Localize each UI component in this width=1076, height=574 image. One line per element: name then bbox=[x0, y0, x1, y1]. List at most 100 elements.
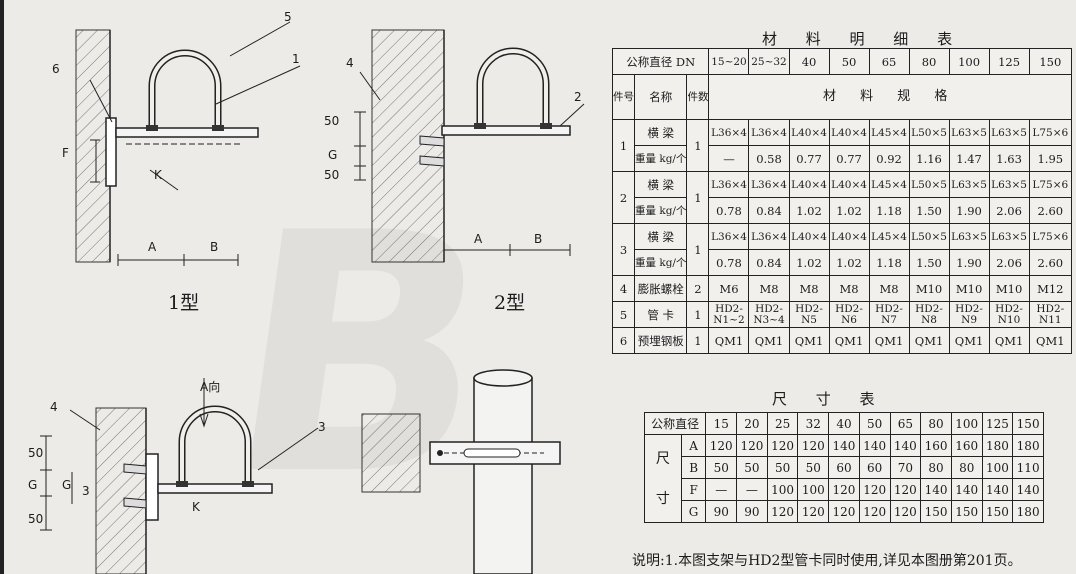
materials-header-row: 件号 名称 件数 材 料 规 格 bbox=[612, 74, 1072, 120]
table-cell: 80 bbox=[950, 456, 983, 479]
callout-K: K bbox=[154, 168, 162, 182]
table-cell: 25 bbox=[766, 412, 799, 435]
sheet-edge bbox=[0, 0, 4, 574]
table-cell: 1.50 bbox=[908, 197, 950, 224]
table-cell: 120 bbox=[889, 478, 922, 501]
type2-label: 2型 bbox=[494, 292, 526, 314]
table-cell: 15~20 bbox=[708, 48, 750, 75]
table-cell: 5 bbox=[612, 301, 635, 328]
callout-3: 3 bbox=[318, 420, 326, 434]
table-cell: 2.60 bbox=[1028, 249, 1073, 276]
dim-B-label-2: B bbox=[534, 232, 543, 246]
table-cell: 1.63 bbox=[988, 145, 1030, 172]
type1-drawing bbox=[75, 21, 301, 266]
table-cell: 1.90 bbox=[948, 249, 990, 276]
table-cell: 0.84 bbox=[748, 197, 790, 224]
table-cell: QM1 bbox=[988, 327, 1030, 354]
table-cell: L63×5 bbox=[948, 119, 990, 146]
materials-dn-row: 公称直径 DN 15~20 25~32 40 50 65 80 100 125 … bbox=[611, 48, 1073, 75]
table-cell: 120 bbox=[828, 500, 860, 523]
table-cell: M8 bbox=[828, 275, 870, 302]
table-cell: 180 bbox=[1012, 500, 1044, 523]
table-cell: — bbox=[708, 145, 750, 172]
table-cell: 膨胀螺栓 bbox=[633, 275, 688, 302]
dim-G-label-3: G bbox=[28, 478, 38, 492]
table-cell: 25~32 bbox=[748, 48, 790, 75]
table-cell: 100 bbox=[797, 478, 830, 501]
dim-50-c: 50 bbox=[28, 446, 44, 460]
table-cell: 140 bbox=[828, 434, 860, 457]
table-cell: G bbox=[680, 500, 707, 523]
table-cell: HD2-N5 bbox=[788, 301, 830, 328]
table-cell: 1.18 bbox=[868, 249, 910, 276]
table-cell: M8 bbox=[868, 275, 910, 302]
table-cell: 1.47 bbox=[948, 145, 990, 172]
table-cell: L75×6 bbox=[1028, 223, 1073, 250]
col-no: 件号 bbox=[612, 74, 635, 120]
table-cell: 125 bbox=[981, 412, 1014, 435]
table-cell: L36×4 bbox=[708, 119, 750, 146]
dim-50-upper: 50 bbox=[324, 114, 340, 128]
table-cell: L63×5 bbox=[988, 223, 1030, 250]
table-cell: 横 梁 bbox=[633, 171, 688, 198]
table-cell: 1.02 bbox=[788, 249, 830, 276]
table-cell: QM1 bbox=[708, 327, 750, 354]
table-cell: 100 bbox=[981, 456, 1014, 479]
note-text: 说明:1.本图支架与HD2型管卡同时使用,详见本图册第201页。 bbox=[632, 553, 1022, 569]
table-cell: 公称直径 bbox=[643, 412, 707, 435]
table-cell: 70 bbox=[889, 456, 922, 479]
table-cell: 140 bbox=[981, 478, 1014, 501]
callout-K-b: K bbox=[192, 500, 200, 514]
dim-A-label-2: A bbox=[474, 232, 483, 246]
table-cell: L36×4 bbox=[748, 223, 790, 250]
table-cell: 2.06 bbox=[988, 197, 1030, 224]
table-cell: 100 bbox=[948, 48, 990, 75]
table-cell: L40×4 bbox=[828, 171, 870, 198]
table-cell: 50 bbox=[797, 456, 830, 479]
table-cell: 80 bbox=[908, 48, 950, 75]
materials-table: 公称直径 DN 15~20 25~32 40 50 65 80 100 125 … bbox=[611, 48, 1073, 354]
table-cell: 65 bbox=[889, 412, 922, 435]
table-cell: 横 梁 bbox=[633, 119, 688, 146]
table-cell: 4 bbox=[612, 275, 635, 302]
table-cell: 1 bbox=[686, 327, 710, 354]
table-cell: 120 bbox=[736, 434, 768, 457]
dim-group-label: 尺寸 bbox=[644, 434, 682, 523]
table-cell: 150 bbox=[1012, 412, 1044, 435]
table-cell: 160 bbox=[920, 434, 952, 457]
table-cell: 0.84 bbox=[748, 249, 790, 276]
type3-drawing bbox=[40, 378, 319, 574]
table-cell: 180 bbox=[981, 434, 1014, 457]
table-cell: 2.60 bbox=[1028, 197, 1073, 224]
table-cell: 1 bbox=[612, 119, 635, 172]
table-cell: 120 bbox=[705, 434, 738, 457]
table-cell: 0.78 bbox=[708, 249, 750, 276]
table-cell: 6 bbox=[612, 327, 635, 354]
table-cell: 32 bbox=[797, 412, 830, 435]
a-view-wall bbox=[361, 413, 421, 493]
table-cell: HD2-N1~2 bbox=[708, 301, 750, 328]
dim-A-label: A bbox=[148, 240, 157, 254]
table-cell: 120 bbox=[858, 478, 891, 501]
table-cell: B bbox=[680, 456, 707, 479]
callout-1: 1 bbox=[292, 52, 300, 66]
table-cell: L63×5 bbox=[948, 171, 990, 198]
table-cell: L36×4 bbox=[708, 171, 750, 198]
table-cell: HD2-N9 bbox=[948, 301, 990, 328]
table-cell: L45×4 bbox=[868, 223, 910, 250]
spec-header: 材 料 规 格 bbox=[708, 74, 1072, 120]
table-cell: 2.06 bbox=[988, 249, 1030, 276]
table-cell: QM1 bbox=[908, 327, 950, 354]
table-cell: 150 bbox=[920, 500, 952, 523]
table-cell: 140 bbox=[1012, 478, 1044, 501]
table-cell: L36×4 bbox=[748, 171, 790, 198]
table-cell: 1.02 bbox=[828, 249, 870, 276]
table-cell: F bbox=[680, 478, 707, 501]
type2-anchor-bolt-upper bbox=[419, 135, 445, 147]
table-cell: — bbox=[736, 478, 768, 501]
